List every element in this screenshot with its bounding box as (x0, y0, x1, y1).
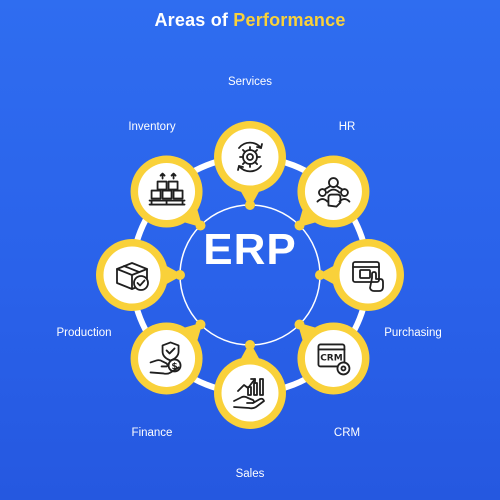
node-crm: CRM (297, 322, 370, 395)
svg-text:$: $ (171, 362, 177, 372)
node-finance: $ (130, 322, 203, 395)
hand-money-shield-icon: $ (149, 341, 182, 375)
area-label-finance: Finance (131, 427, 173, 439)
node-inner-circle (304, 163, 362, 221)
node-purchasing (317, 239, 404, 311)
area-label-purchasing: Purchasing (384, 327, 442, 339)
title-highlight: Performance (233, 10, 346, 30)
area-label-inventory: Inventory (128, 121, 176, 133)
node-hr (297, 155, 370, 228)
title-prefix: Areas of (154, 10, 234, 30)
area-label-production: Production (56, 327, 112, 339)
node-services (214, 121, 286, 208)
center-label: ERP (203, 225, 297, 274)
area-label-sales: Sales (235, 468, 265, 480)
crm-settings-icon: CRM (317, 343, 351, 376)
node-inner-circle (339, 246, 397, 304)
node-inventory (130, 155, 203, 228)
online-shopping-icon (352, 261, 384, 292)
area-label-hr: HR (338, 121, 356, 133)
node-production (96, 239, 183, 311)
area-label-crm: CRM (333, 427, 361, 439)
pallet-boxes-icon (148, 172, 186, 206)
people-network-icon (316, 177, 351, 208)
node-inner-circle (138, 163, 196, 221)
node-pointer (317, 264, 337, 286)
gear-cycle-icon (237, 141, 263, 173)
node-pointer (239, 342, 261, 362)
node-inner-circle (221, 364, 279, 422)
node-inner-circle (221, 128, 279, 186)
box-check-icon (116, 262, 149, 291)
area-label-services: Services (227, 76, 273, 88)
svg-text:CRM: CRM (320, 353, 343, 363)
page-title: Areas of Performance (0, 10, 500, 31)
node-pointer (163, 264, 183, 286)
node-pointer (239, 188, 261, 208)
node-sales (214, 342, 286, 429)
hand-growth-chart-icon (233, 378, 265, 410)
